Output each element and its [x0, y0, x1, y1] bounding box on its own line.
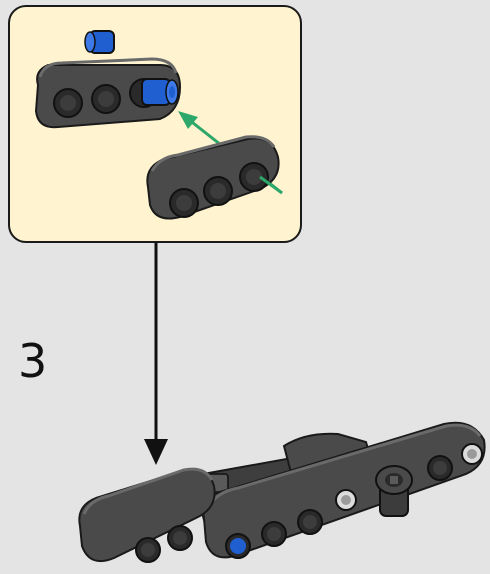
cross-axle-connector-icon — [375, 465, 413, 517]
step-number: 3 — [18, 334, 48, 388]
down-arrow-icon — [138, 243, 174, 471]
axle-pin-icon — [84, 30, 179, 106]
main-assembly — [74, 410, 490, 574]
insert-arrow-tail — [259, 175, 283, 195]
short-beam-left — [78, 467, 216, 563]
subassembly-callout — [8, 5, 302, 243]
bottom-beam — [146, 135, 280, 220]
